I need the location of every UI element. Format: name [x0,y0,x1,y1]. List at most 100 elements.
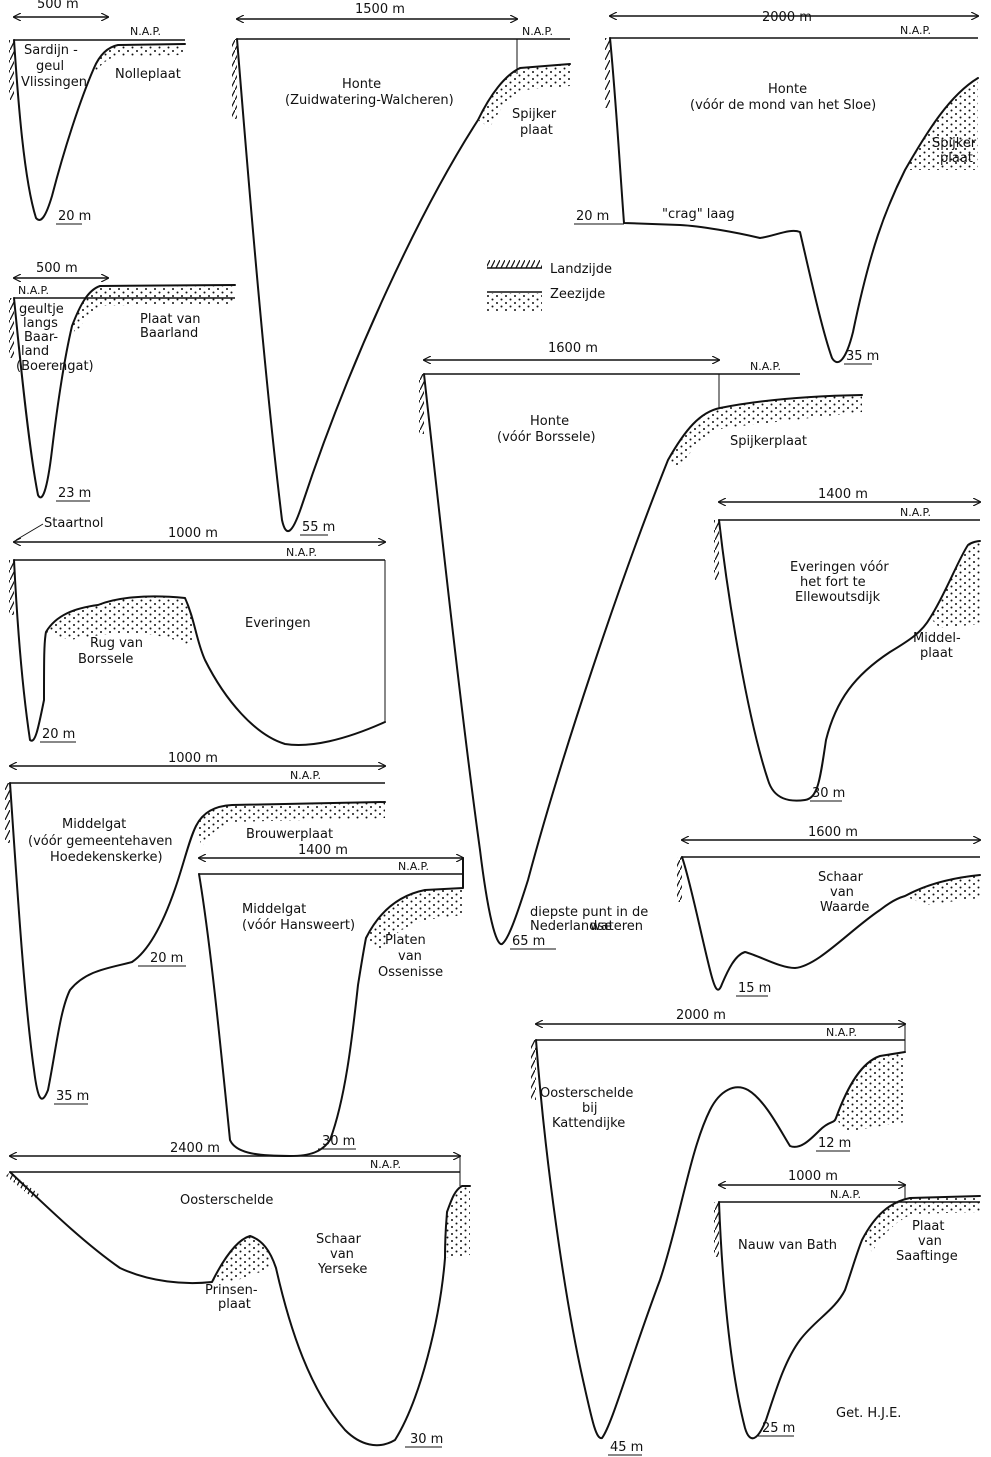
profile-honte-borssele: 1600 m N.A.P. Honte (vóór Borssele) Spij… [419,341,863,950]
channel-profile [681,856,981,991]
channel-label-line3: Hoedekenskerke) [50,850,163,865]
sandbank [905,875,980,905]
channel-label-line1: Sardijn - [24,43,78,58]
channel-label: Everingen [245,616,311,631]
channel-label-line1: geultje [19,302,64,317]
depth-label: 30 m [322,1134,355,1149]
nap-label: N.A.P. [130,25,161,38]
plate-label-line2: van [398,949,422,964]
channel-label-line2: (vóór de mond van het Sloe) [690,98,876,113]
nap-label: N.A.P. [750,360,781,373]
width-label: 2000 m [676,1008,726,1023]
channel-label-line4: land [21,344,49,359]
marker-leader [15,523,44,541]
plate-label: Nolleplaat [115,67,181,82]
credit-label: Get. H.J.E. [836,1406,901,1421]
channel-label-line2: van [830,885,854,900]
sandbank-spijkerplaat [905,78,978,170]
nap-label: N.A.P. [826,1026,857,1039]
depth-label: 65 m [512,934,545,949]
layer-label: "crag" laag [662,207,735,222]
legend-sea-label: Zeezijde [550,287,605,302]
sandbank-brouwerplaat [196,802,385,848]
land-side-hatch [714,1202,719,1257]
sandbank-spijkerplaat [668,395,862,468]
channel-label-line2: (vóór gemeentehaven [28,834,173,849]
legend-sea-dots [487,293,542,311]
plate-label-line3: Saaftinge [896,1249,958,1264]
channel-label-line3: Kattendijke [552,1116,625,1131]
marker-label: Staartnol [44,516,104,531]
channel-label-line3: Vlissingen [21,75,87,90]
legend: Landzijde Zeezijde [487,260,612,311]
channel-label-line1: Honte [342,77,381,92]
channel-label-line2: geul [36,59,64,74]
channel-profile [198,857,464,1157]
channel2-label-line3: Yerseke [317,1262,367,1277]
profile-vlissingen: 500 m N.A.P. Sardijn - geul Vlissingen N… [9,0,186,225]
land-side-hatch [419,374,424,434]
channel-profile [718,519,981,802]
depth-label: 55 m [302,520,335,535]
depth-label: 30 m [410,1432,443,1447]
channel-profile [236,38,571,533]
depth-label: 35 m [846,349,879,364]
depth-label: 35 m [56,1089,89,1104]
width-label: 1000 m [788,1169,838,1184]
profile-waarde: 1600 m Schaar van Waarde 15 m [677,825,981,997]
land-side-hatch [677,857,682,902]
layer-depth-label: 20 m [576,209,609,224]
plate-label: Brouwerplaat [246,827,333,842]
legend-land-hatch [487,260,542,268]
plate-label-line3: Ossenisse [378,965,443,980]
sandbank-spijkerplaat [478,64,570,128]
channel-label-line2: (vóór Hansweert) [242,918,355,933]
profile-baarland: 500 m N.A.P. geultje langs Baar- land (B… [9,261,236,502]
plate-label-line1: Rug van [90,636,143,651]
channel-label-line1: Honte [768,82,807,97]
profile-bath: 1000 m N.A.P. Nauw van Bath Plaat van Sa… [714,1169,981,1440]
channel-label-line3: Ellewoutsdijk [795,590,881,605]
plate-label-line1: Prinsen- [205,1283,258,1298]
depth-label: 20 m [42,727,75,742]
channel-label-line2: (Zuidwatering-Walcheren) [285,93,454,108]
plate-label-line2: plaat [520,123,553,138]
land-side-hatch [714,520,719,580]
plate-label-line2: plaat [218,1297,251,1312]
sandbank-nolleplaat [94,44,185,72]
mid-depth-label: 20 m [150,951,183,966]
width-label: 1600 m [548,341,598,356]
width-label: 1400 m [818,487,868,502]
land-side-hatch [9,298,14,358]
width-label: 2000 m [762,10,812,25]
nap-label: N.A.P. [370,1158,401,1171]
channel2-label-line1: Schaar [316,1232,362,1247]
land-side-hatch [9,40,14,100]
channel-profile [13,284,236,499]
land-side-hatch [9,560,14,615]
channel-profile [718,1195,981,1440]
land-side-hatch [605,38,610,108]
land-side-hatch [531,1040,536,1100]
depth-label: 20 m [58,209,91,224]
width-label: 1600 m [808,825,858,840]
width-label: 500 m [36,261,78,276]
nap-label: N.A.P. [398,860,429,873]
land-side-hatch [5,783,10,843]
channel-label-line1: Schaar [818,870,864,885]
channel-label-line5: (Boerengat) [16,359,94,374]
channel-label-line1: Everingen vóór [790,560,889,575]
channel-profile [9,1171,471,1447]
sandbank [836,1052,905,1132]
channel-label-line2: het fort te [800,575,866,590]
plate-label-line1: Plaat [912,1219,944,1234]
channel-label-line3: Baar- [24,330,58,345]
channel-profile [423,373,863,945]
width-label: 1000 m [168,526,218,541]
profile-honte-walcheren: 1500 m N.A.P. Honte (Zuidwatering-Walche… [232,2,571,536]
channel-label: Oosterschelde [180,1193,273,1208]
profile-hansweert: 1400 m N.A.P. Middelgat (vóór Hansweert)… [198,843,464,1157]
deepest-label-line3: wateren [590,919,643,934]
plate-label-line1: Spijker [932,136,977,151]
plate-label-line1: Platen [385,933,426,948]
